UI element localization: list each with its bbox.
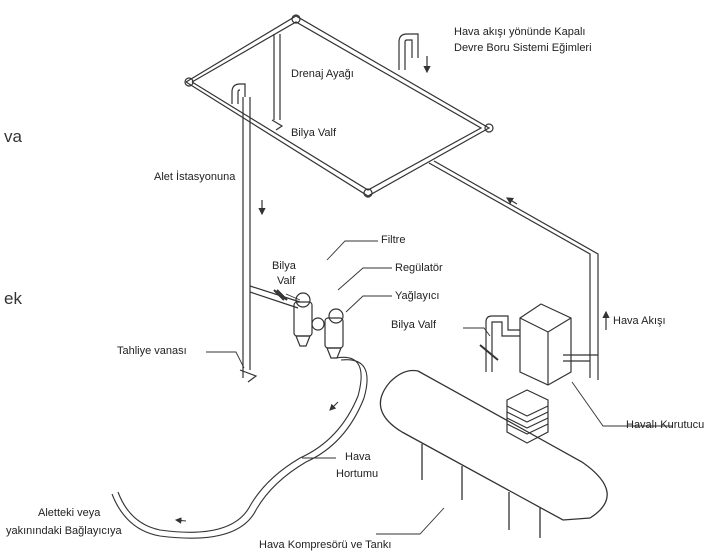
- top-right-riser: [398, 33, 431, 74]
- side-fragment-1: va: [4, 127, 22, 146]
- leader-lines: [206, 240, 673, 535]
- ball-valve-right-label: Bilya Valf: [391, 319, 437, 331]
- air-hose-label-2: Hortumu: [336, 468, 379, 480]
- ball-valve-top-label: Bilya Valf: [291, 127, 337, 139]
- drain-leg-label: Drenaj Ayağı: [291, 68, 354, 80]
- tool-station-drop: [231, 83, 266, 383]
- air-dryer-box: [519, 303, 572, 386]
- lubricator-label: Yağlayıcı: [395, 290, 440, 302]
- compressor-tank-label: Hava Kompresörü ve Tankı: [259, 539, 392, 551]
- regulator-label: Regülatör: [395, 262, 443, 274]
- side-fragment-2: ek: [4, 289, 22, 308]
- tool-station-label: Alet İstasyonuna: [154, 171, 236, 183]
- air-dryer-label: Havalı Kurutucu: [626, 419, 705, 431]
- flow-direction-label-2: Devre Boru Sistemi Eğimleri: [454, 42, 592, 54]
- ball-valve-mid-label-2: Valf: [277, 275, 296, 287]
- drain-valve-label: Tahliye vanası: [117, 345, 187, 357]
- filter-label: Filtre: [381, 234, 406, 246]
- return-riser: [428, 160, 599, 380]
- overhead-loop-pipe: [184, 14, 494, 198]
- frl-unit: [293, 292, 344, 359]
- tank-riser: [479, 315, 520, 372]
- ball-valve-mid-label-1: Bilya: [272, 260, 296, 272]
- branch-to-frl: [249, 285, 301, 309]
- connector-label-1: Aletteki veya: [38, 507, 101, 519]
- drain-leg: [271, 34, 284, 131]
- air-tank: [379, 369, 608, 538]
- flow-direction-label-1: Hava akışı yönünde Kapalı: [454, 26, 586, 38]
- compressor-stack: [506, 389, 549, 444]
- air-hose: [111, 356, 368, 539]
- air-hose-label-1: Hava: [345, 451, 371, 463]
- air-flow-label: Hava Akışı: [613, 315, 666, 327]
- connector-label-2: yakınındaki Bağlayıcıya: [6, 525, 122, 537]
